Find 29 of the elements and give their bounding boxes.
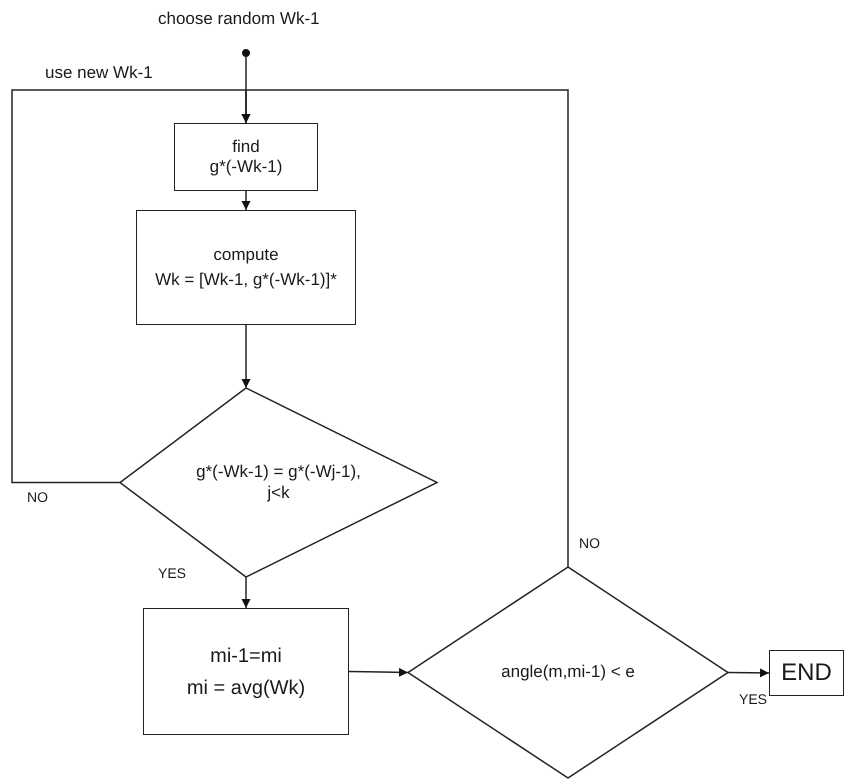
node-text: END <box>781 658 832 688</box>
process-box <box>769 650 844 696</box>
process-box <box>143 608 349 735</box>
node-text: compute <box>213 245 279 266</box>
edge-label: NO <box>26 490 49 506</box>
decision-diamond <box>408 567 728 778</box>
decision-diamond <box>120 388 437 577</box>
arrow <box>242 89 569 567</box>
node-text: mi-1=mi <box>210 644 282 668</box>
edge-label: YES <box>738 692 768 708</box>
arrow <box>242 325 250 388</box>
arrow <box>348 668 408 677</box>
node-text: j<k <box>267 482 290 503</box>
edge-label: NO <box>578 536 601 552</box>
node-text: mi = avg(Wk) <box>186 676 306 700</box>
node-text: angle(m,mi-1) < e <box>501 662 635 683</box>
process-box <box>136 210 356 325</box>
node-text: g*(-Wk-1) <box>210 157 282 178</box>
node-text: find <box>232 136 260 157</box>
arrow <box>242 191 250 210</box>
edge-label: YES <box>157 566 188 582</box>
process-box <box>174 123 318 191</box>
arrow <box>242 577 250 608</box>
arrow <box>728 668 770 678</box>
annotation-text: use new Wk-1 <box>45 64 153 83</box>
node-text: g*(-Wk-1) = g*(-Wj-1), <box>196 462 361 482</box>
node-text: Wk = [Wk-1, g*(-Wk-1)]* <box>155 270 337 290</box>
start-dot <box>242 49 250 57</box>
annotation-text: choose random Wk-1 <box>158 10 320 29</box>
